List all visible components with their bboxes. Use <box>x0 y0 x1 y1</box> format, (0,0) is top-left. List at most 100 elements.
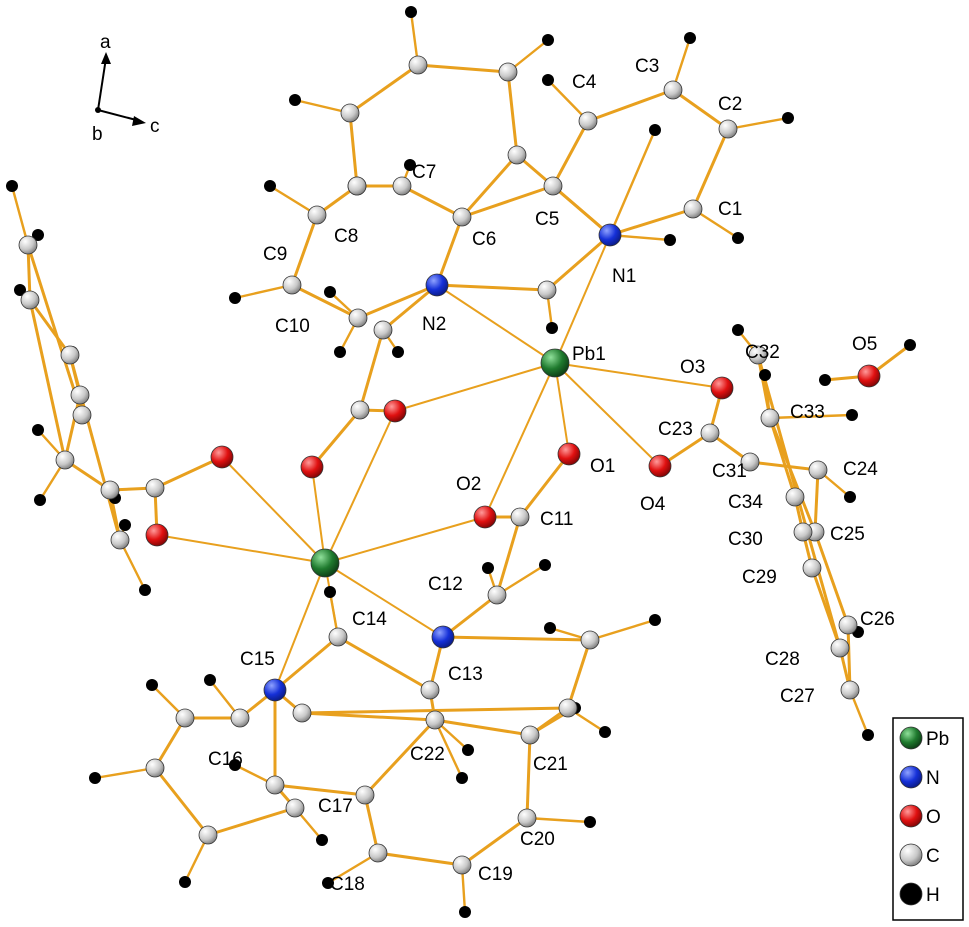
atom-H44 <box>32 229 44 241</box>
atom-label-c28: C28 <box>765 649 800 670</box>
bonds-layer <box>10 10 912 914</box>
atom-N2 <box>425 273 449 297</box>
bond-Ca-Ob <box>310 408 362 469</box>
atom-C20 <box>517 808 537 828</box>
atom-P7 <box>285 798 305 818</box>
coordination-bond-Pb1-O1 <box>554 362 570 455</box>
bond-L4-L5 <box>63 393 82 462</box>
bond-L2-L3 <box>28 298 72 357</box>
atom-H15 <box>546 322 558 334</box>
atom-L4 <box>70 385 90 405</box>
coordination-bond-Pb2-Oa <box>324 410 396 564</box>
atom-Cb <box>145 478 165 498</box>
bond-C22-C21 <box>433 718 532 737</box>
coordination-bond-Pb1-O2 <box>484 362 556 518</box>
legend-label-o: O <box>926 807 941 828</box>
atom-O2 <box>473 505 497 529</box>
atom-label-c12: C12 <box>428 574 463 595</box>
bond-N1-C1 <box>608 207 695 237</box>
atom-label-c3: C3 <box>635 56 659 77</box>
atom-C27 <box>840 680 860 700</box>
atom-C28 <box>830 638 850 658</box>
bond-P3-C22 <box>300 711 437 722</box>
coordination-bond-Pb2-N3 <box>324 562 444 638</box>
atom-label-c7: C7 <box>412 162 436 183</box>
atom-Oc <box>210 445 234 469</box>
atom-H13 <box>334 346 346 358</box>
atom-H29 <box>146 679 158 691</box>
atom-label-c15: C15 <box>240 649 275 670</box>
atom-H19 <box>732 324 744 336</box>
atom-label-n1: N1 <box>612 266 636 287</box>
atom-C23 <box>700 423 720 443</box>
bond-C11-C12 <box>495 515 522 597</box>
bond-L3-L7 <box>68 353 122 542</box>
atom-C16 <box>265 775 285 795</box>
atom-H48 <box>34 494 46 506</box>
atom-P2 <box>558 698 578 718</box>
coordination-bond-Pb2-Od <box>156 534 326 564</box>
atom-H11 <box>229 292 241 304</box>
atom-C3 <box>663 80 683 100</box>
atom-H10 <box>264 180 276 192</box>
atom-label-pb1: Pb1 <box>572 344 606 365</box>
atom-Ca <box>350 400 370 420</box>
atom-C6 <box>452 207 472 227</box>
atom-H47 <box>32 424 44 436</box>
atom-C11 <box>510 507 530 527</box>
atom-H16 <box>404 159 416 171</box>
atom-C1 <box>683 199 703 219</box>
atom-C22 <box>425 710 445 730</box>
legend-swatch-pb <box>899 726 923 750</box>
atom-label-c13: C13 <box>448 664 483 685</box>
bond-C2-C3 <box>671 88 730 131</box>
coordination-bond-Pb2-Oc <box>221 456 326 564</box>
bond-C13-C14 <box>336 635 432 692</box>
atom-P5 <box>145 758 165 778</box>
atom-P1 <box>580 630 600 650</box>
coordination-bond-Pb1-Oa <box>394 362 556 412</box>
atom-H8 <box>542 34 554 46</box>
bond-P1-P2 <box>566 638 592 710</box>
atom-C21 <box>520 725 540 745</box>
atom-label-n2: N2 <box>422 314 446 335</box>
atom-H39 <box>229 759 241 771</box>
atom-label-c11: C11 <box>540 509 573 530</box>
atom-H41 <box>649 614 661 626</box>
bond-P1-H41 <box>588 618 657 642</box>
atom-C33 <box>760 408 780 428</box>
legend-label-n: N <box>926 768 940 789</box>
axis-label-c: c <box>150 116 160 137</box>
atom-H3 <box>684 32 696 44</box>
atom-H27 <box>324 586 336 598</box>
atom-C14 <box>328 627 348 647</box>
atom-L1 <box>18 235 38 255</box>
atom-O5 <box>857 364 881 388</box>
coordination-bond-Pb1-O3 <box>554 362 723 389</box>
atom-N4 <box>263 678 287 702</box>
atom-H25 <box>482 562 494 574</box>
atom-Ob <box>300 455 324 479</box>
atom-label-o4: O4 <box>640 494 666 515</box>
atom-L2 <box>20 290 40 310</box>
atom-P6 <box>198 825 218 845</box>
bond-C26-C27 <box>846 623 852 692</box>
bond-L1-H43 <box>10 184 30 247</box>
bond-C14-N4 <box>273 635 340 692</box>
axis-label-a: a <box>100 32 111 53</box>
axes-indicator: a b c <box>92 32 160 145</box>
atom-H20 <box>759 369 771 381</box>
bond-C6-R3 <box>460 153 519 219</box>
bond-L1-L8 <box>26 243 84 417</box>
atom-labels-layer: C1C2C3C4C5C6C7C8C9C10N1N2Pb1O3O5C32C33C2… <box>208 56 895 895</box>
atom-H22 <box>844 491 856 503</box>
atom-H24 <box>862 729 874 741</box>
atom-H21 <box>846 409 858 421</box>
bond-C20-C19 <box>460 816 529 867</box>
atom-H36 <box>599 726 611 738</box>
atom-O1 <box>557 442 581 466</box>
atom-H51 <box>119 519 131 531</box>
bond-C18-H32 <box>326 851 380 885</box>
atom-H40 <box>316 834 328 846</box>
atom-L5 <box>55 450 75 470</box>
